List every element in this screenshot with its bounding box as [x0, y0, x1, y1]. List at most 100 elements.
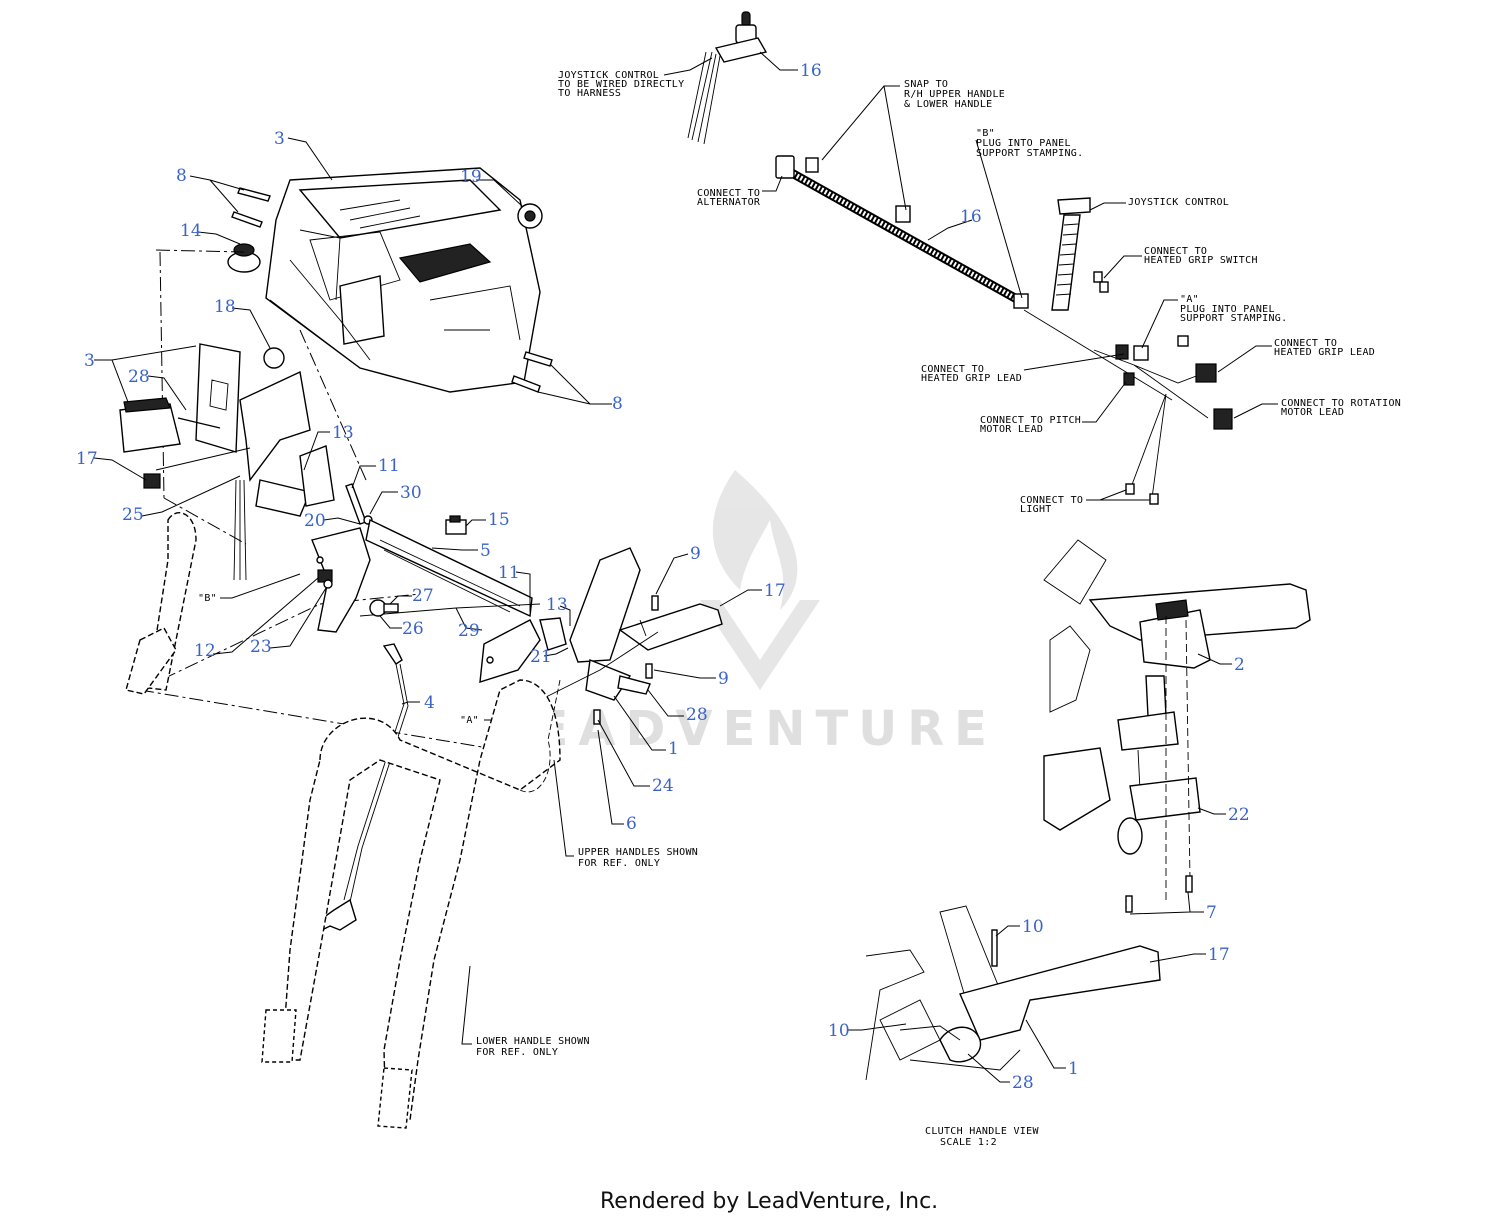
chute-control-assembly — [119, 343, 335, 581]
note-light-2: LIGHT — [1020, 504, 1052, 515]
leadventure-watermark: LEADVENTURE — [495, 470, 997, 757]
note-joystick-wired-2: TO BE WIRED DIRECTLY — [558, 79, 684, 90]
callout-11-top: 11 — [378, 456, 400, 476]
callout-23: 23 — [250, 637, 272, 657]
watermark-text: LEADVENTURE — [495, 701, 997, 757]
knob-19 — [517, 203, 543, 229]
callout-16-joystick: 16 — [800, 61, 822, 81]
callout-18: 18 — [214, 297, 236, 317]
flame-logo-icon — [712, 470, 798, 610]
callout-19: 19 — [460, 167, 482, 187]
note-grip-switch-2: HEATED GRIP SWITCH — [1144, 255, 1258, 266]
callout-24: 24 — [652, 776, 674, 796]
callout-11-mid: 11 — [498, 563, 520, 583]
note-grip-lead-right-2: HEATED GRIP LEAD — [1274, 347, 1375, 358]
callout-29: 29 — [458, 621, 480, 641]
callout-8-right: 8 — [612, 394, 623, 414]
callout-10-left: 10 — [828, 1021, 850, 1041]
screw-8-top — [231, 187, 271, 228]
note-snap-1: SNAP TO — [904, 79, 948, 90]
callout-21: 21 — [530, 647, 552, 667]
note-lower-handle-1: LOWER HANDLE SHOWN — [476, 1036, 590, 1047]
note-joystick-control: JOYSTICK CONTROL — [1128, 197, 1229, 208]
callout-28-left: 28 — [128, 367, 150, 387]
callout-25: 25 — [122, 505, 144, 525]
note-a-plug-1: "A" — [1180, 294, 1199, 305]
console-cover-part — [265, 167, 541, 393]
note-snap-2: R/H UPPER HANDLE — [904, 89, 1005, 100]
note-grip-lead-right-1: CONNECT TO — [1274, 338, 1337, 349]
note-grip-switch-1: CONNECT TO — [1144, 246, 1207, 257]
callout-30: 30 — [400, 483, 422, 503]
callout-3-left: 3 — [84, 351, 95, 371]
cable-11-30 — [345, 483, 373, 525]
callout-28-bottom: 28 — [1012, 1073, 1034, 1093]
cable-4 — [319, 643, 409, 932]
note-b-plug-3: SUPPORT STAMPING. — [976, 148, 1083, 159]
note-grip-lead-left-2: HEATED GRIP LEAD — [921, 373, 1022, 384]
callout-9-top: 9 — [690, 544, 701, 564]
note-b-plug-1: "B" — [976, 128, 995, 139]
panel-support-5 — [311, 518, 541, 683]
note-a-label: "A" — [460, 715, 479, 726]
note-b-label: "B" — [198, 593, 217, 604]
clutch-grip-assembly — [515, 547, 723, 725]
note-lower-handle-2: FOR REF. ONLY — [476, 1047, 558, 1058]
callout-7: 7 — [1206, 903, 1217, 923]
callout-17-mid: 17 — [764, 581, 786, 601]
switch-15 — [445, 515, 467, 535]
callout-5: 5 — [480, 541, 491, 561]
callout-15: 15 — [488, 510, 510, 530]
callout-26: 26 — [402, 619, 424, 639]
note-upper-handles-2: FOR REF. ONLY — [578, 858, 660, 869]
callout-16-harness: 16 — [960, 207, 982, 227]
note-b-plug-2: PLUG INTO PANEL — [976, 138, 1071, 149]
note-rotation-2: MOTOR LEAD — [1281, 407, 1344, 418]
bracket-12-23 — [317, 569, 333, 589]
callout-3-console: 3 — [274, 129, 285, 149]
callout-28-mid: 28 — [686, 705, 708, 725]
note-clutch-view-1: CLUTCH HANDLE VIEW — [925, 1126, 1039, 1137]
note-light-1: CONNECT TO — [1020, 495, 1083, 506]
v-logo-icon — [700, 600, 820, 690]
callout-2: 2 — [1234, 655, 1245, 675]
handles-reference — [125, 512, 561, 1129]
note-clutch-view-2: SCALE 1:2 — [940, 1137, 997, 1148]
note-alternator-2: ALTERNATOR — [697, 197, 761, 208]
wire-harness-part — [775, 155, 1233, 505]
callout-4: 4 — [424, 693, 435, 713]
callout-17-left: 17 — [76, 449, 98, 469]
note-joystick-wired-1: JOYSTICK CONTROL — [558, 70, 659, 81]
note-rotation-1: CONNECT TO ROTATION — [1281, 398, 1401, 409]
callout-6: 6 — [626, 814, 637, 834]
callout-14: 14 — [180, 221, 202, 241]
footer-credit: Rendered by LeadVenture, Inc. — [600, 1189, 938, 1214]
callout-1-mid: 1 — [668, 739, 679, 759]
callout-22: 22 — [1228, 805, 1250, 825]
knob-27 — [369, 599, 399, 617]
joystick-control-bolt — [1051, 197, 1091, 311]
callout-12: 12 — [194, 641, 216, 661]
callout-10-top: 10 — [1022, 917, 1044, 937]
note-alternator-1: CONNECT TO — [697, 188, 760, 199]
callout-17-bottom: 17 — [1208, 945, 1230, 965]
note-upper-handles-1: UPPER HANDLES SHOWN — [578, 847, 698, 858]
callout-1-bottom: 1 — [1068, 1059, 1079, 1079]
note-pitch-1: CONNECT TO PITCH — [980, 415, 1081, 426]
knob-14 — [227, 243, 261, 273]
callout-13-mid: 13 — [546, 595, 568, 615]
note-joystick-wired-3: TO HARNESS — [558, 88, 621, 99]
clutch-handle-view — [865, 905, 1161, 1081]
callout-27: 27 — [412, 586, 434, 606]
callout-20: 20 — [304, 511, 326, 531]
note-snap-3: & LOWER HANDLE — [904, 99, 993, 110]
callout-8-top: 8 — [176, 166, 187, 186]
note-a-plug-3: SUPPORT STAMPING. — [1180, 313, 1287, 324]
joystick-control-part — [687, 11, 768, 145]
note-a-plug-2: PLUG INTO PANEL — [1180, 304, 1275, 315]
note-grip-lead-left-1: CONNECT TO — [921, 364, 984, 375]
callout-9-mid: 9 — [718, 669, 729, 689]
note-pitch-2: MOTOR LEAD — [980, 424, 1043, 435]
callout-13-top: 13 — [332, 423, 354, 443]
